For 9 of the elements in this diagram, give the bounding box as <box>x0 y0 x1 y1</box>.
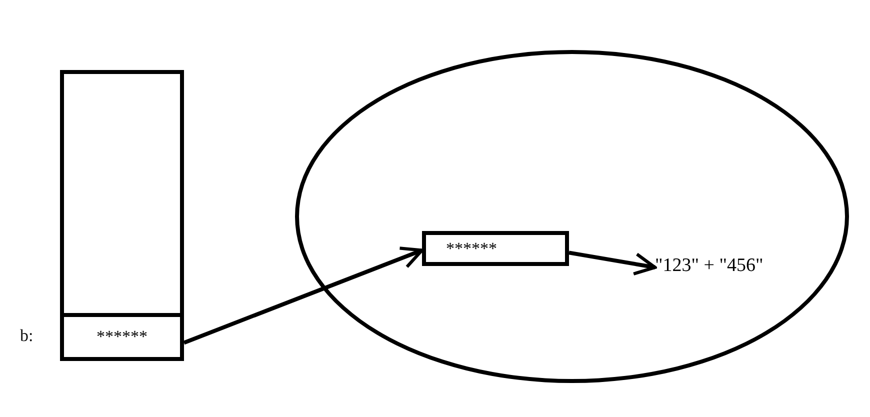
arrow <box>568 250 657 276</box>
cell-value: ****** <box>446 238 497 258</box>
string-expression: "123" + "456" <box>655 255 764 277</box>
memory-cell <box>422 231 569 266</box>
stack-frame <box>60 70 184 361</box>
variable-label: b: <box>20 326 34 346</box>
cell-value: ****** <box>96 327 148 347</box>
arrow <box>183 246 424 345</box>
heap-ellipse <box>295 50 849 383</box>
